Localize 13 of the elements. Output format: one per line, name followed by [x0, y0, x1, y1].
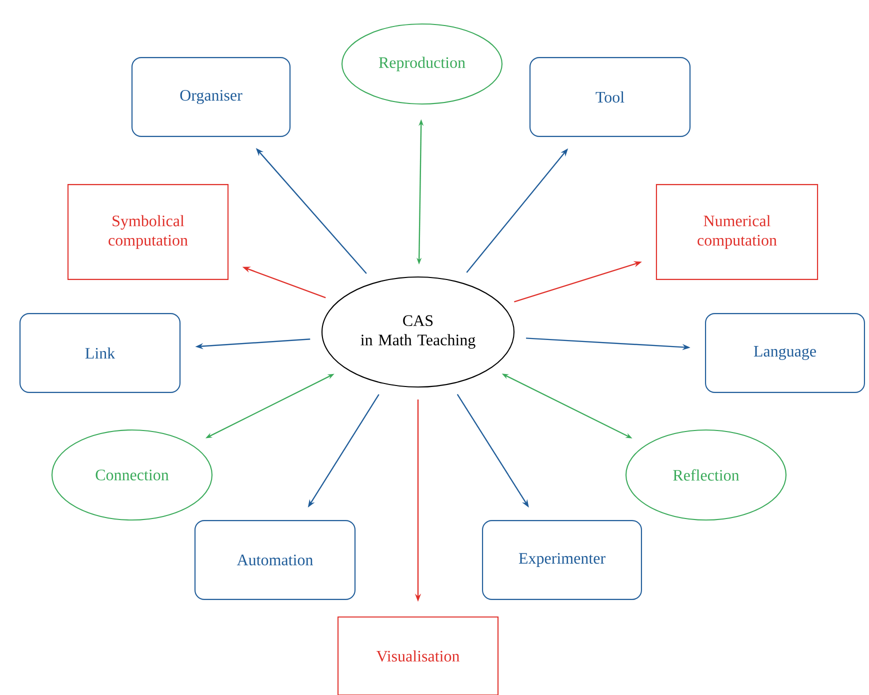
ellipse-node: Reflection	[625, 429, 787, 521]
rounded-box: Organiser	[131, 57, 291, 137]
ellipse-node: Connection	[51, 429, 213, 521]
rounded-box: Link	[19, 313, 181, 393]
ellipse-node: CAS in Math Teaching	[321, 276, 515, 388]
rounded-box: Experimenter	[482, 520, 642, 600]
box: Numerical computation	[656, 184, 818, 280]
rounded-box: Tool	[529, 57, 691, 137]
box: Symbolical computation	[67, 184, 229, 280]
ellipse-node: Reproduction	[341, 23, 503, 105]
rounded-box: Automation	[194, 520, 356, 600]
box: Visualisation	[337, 616, 499, 695]
rounded-box: Language	[705, 313, 865, 393]
